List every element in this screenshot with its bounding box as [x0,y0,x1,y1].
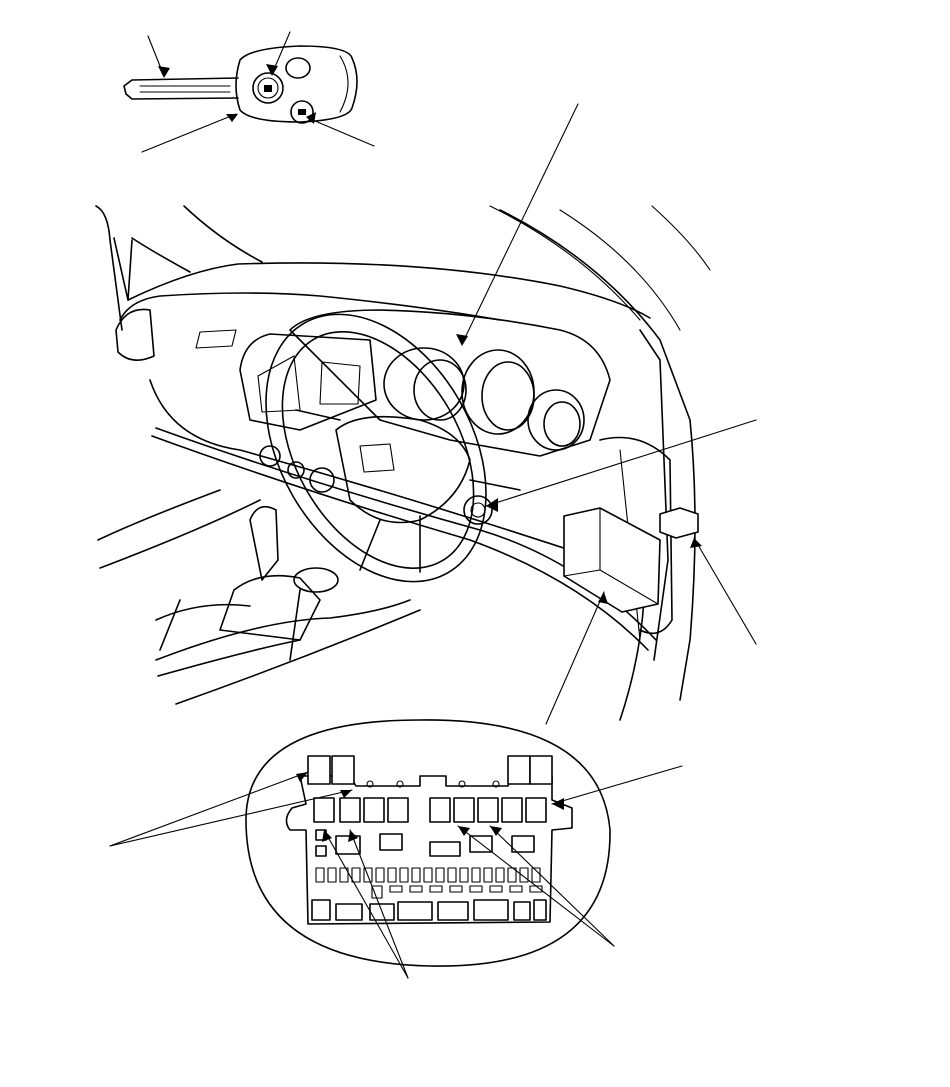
dashboard-leader-lines [461,103,757,725]
control-unit-box [563,507,661,613]
fuse-box-leader-lines [109,765,683,979]
lock-button-icon [252,72,284,104]
fuse-row-upper [313,797,547,823]
arrowheads [158,64,702,842]
gauge-cluster [289,309,611,457]
under-dash-fuse-relay-box [245,719,611,967]
fuse-row-small [315,867,541,883]
door-switch [659,507,699,539]
steering-wheel [265,313,521,583]
keyless-remote-key [123,45,358,124]
ignition-switch [463,495,493,525]
unlock-button-icon [290,100,314,124]
dashboard [95,205,711,721]
